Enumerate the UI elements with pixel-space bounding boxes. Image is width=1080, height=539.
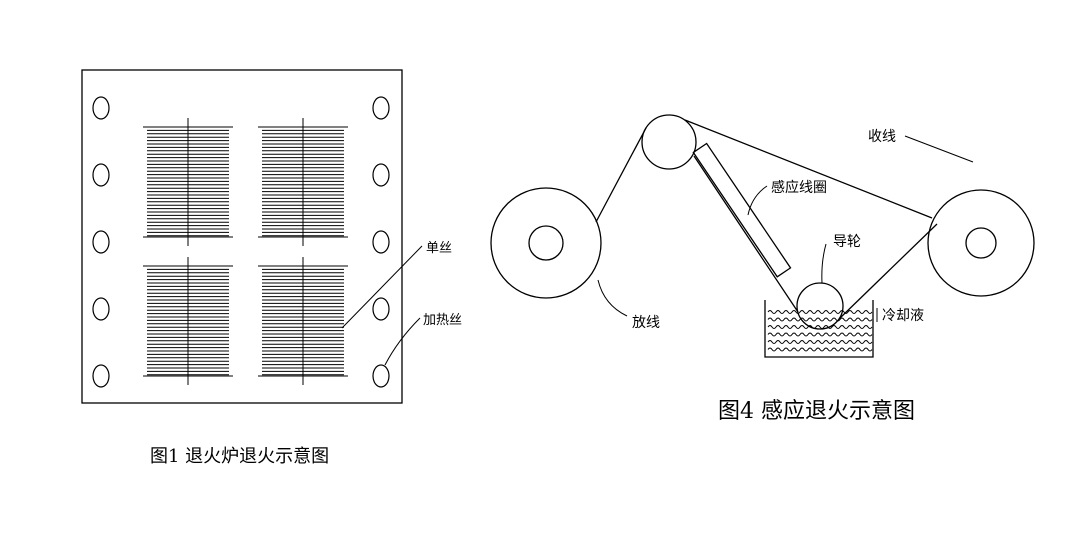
induction-coil [692,142,792,278]
heating-wire-hole [92,163,110,187]
wire-segment [595,127,647,223]
heating-wire-hole [372,297,390,321]
figure1-leaders [341,245,423,366]
heating-wire-hole [92,230,110,254]
heating-wire-hole [92,364,110,388]
guide-wheel-leader [821,243,827,284]
heating-wire-hole [372,230,390,254]
coolant-wave [767,332,873,337]
coolant-waves [767,310,873,352]
induction-coil-leader [747,185,768,216]
wire-coil [258,257,348,385]
heating-wire-hole [92,96,110,120]
single-wire-label: 单丝 [426,241,452,256]
figure1-caption: 图1 退火炉退火示意图 [150,446,329,467]
coolant-label: 冷却液 [882,308,924,324]
figure1-furnace [81,69,403,404]
heating-wire-holes [92,96,390,388]
top-pulley [641,114,697,170]
heating-wire-hole [372,163,390,187]
take-up-leader [904,135,974,163]
single-wire-leader [341,245,423,329]
wire-coil [143,118,233,246]
take-up-reel-hub [965,227,997,259]
wire-segment [684,119,933,219]
heating-wire-hole [372,364,390,388]
pay-off-reel [490,187,602,299]
wire-segment [838,223,938,320]
heating-wire-hole [372,96,390,120]
heating-wire-hole [92,297,110,321]
heating-wire-leader [384,317,421,366]
wire-coils [143,118,348,385]
guide-wheel-label: 导轮 [833,234,861,250]
pay-off-leader [597,279,628,317]
heating-wire-label: 加热丝 [423,313,462,328]
wire-segment [693,155,799,313]
wire-coil [143,257,233,385]
pay-off-reel-hub [528,225,564,261]
coolant-wave [767,347,873,352]
figure4-caption: 图4 感应退火示意图 [718,399,915,424]
take-up-label: 收线 [868,129,896,145]
figure4-leaders [597,135,974,322]
pay-off-label: 放线 [632,315,660,331]
figure4-induction [490,114,1035,358]
furnace-outline [81,69,403,404]
guide-wheel [796,282,844,330]
wire-coil [258,118,348,246]
coolant-tank [764,300,874,358]
induction-coil-label: 感应线圈 [771,179,827,196]
coolant-wave [767,317,873,322]
coolant-wave [767,310,873,314]
coolant-wave [767,340,873,344]
coolant-wave [767,325,873,329]
take-up-reel [927,189,1035,297]
